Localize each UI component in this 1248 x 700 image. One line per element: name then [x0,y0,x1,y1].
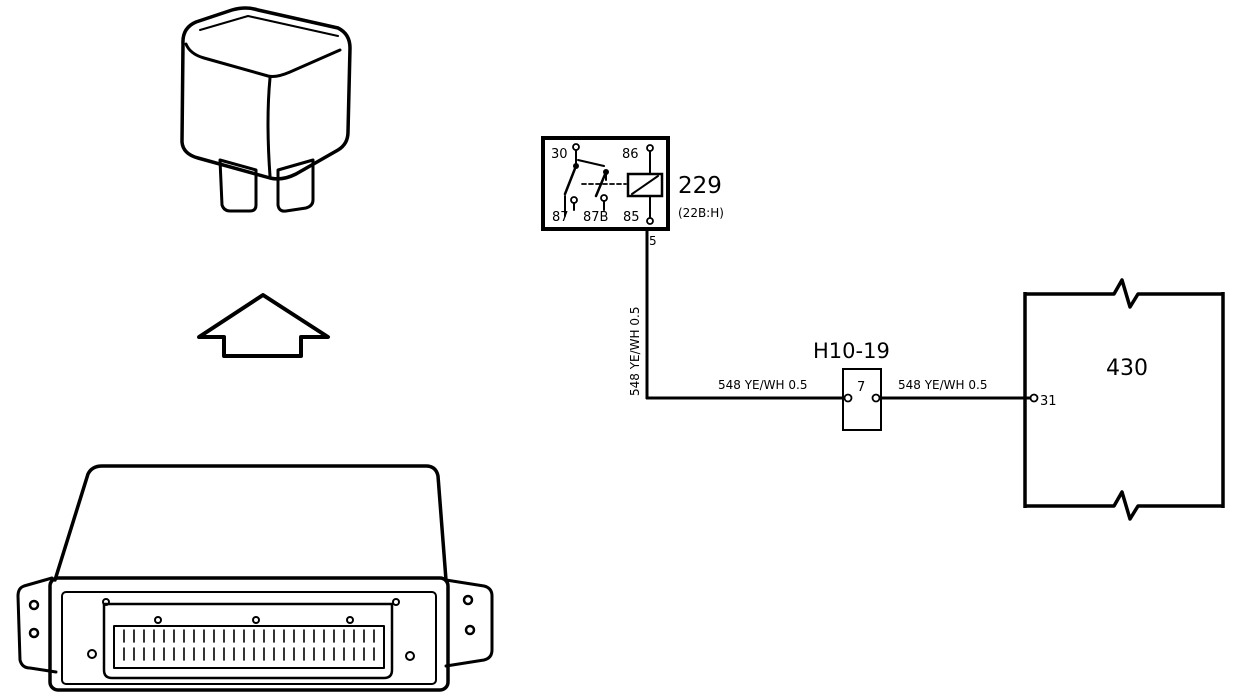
relay-illustration [180,6,352,213]
relay-pin-85: 85 [623,210,640,225]
wire-label-right: 548 YE/WH 0.5 [898,378,987,392]
connector-name: H10-19 [813,339,890,363]
connector-pins [123,629,375,661]
connector-pin: 7 [857,380,865,395]
connector-h10-19 [842,368,882,431]
relay-location: (22B:H) [678,206,724,220]
relay-symbol: 30 86 87 87B 85 [541,136,670,231]
relay-pin-86: 86 [622,147,639,162]
wire-548 [645,229,1030,400]
up-arrow-icon [197,293,330,358]
module-pin: 31 [1040,394,1057,409]
relay-pin-87b: 87B [583,210,608,225]
module-number: 430 [1106,356,1148,381]
relay-output-pin: 5 [649,234,657,248]
relay-pin-30: 30 [551,147,568,162]
relay-pin-87: 87 [552,210,569,225]
wire-label-vertical: 548 YE/WH 0.5 [628,307,642,396]
module-430 [1023,278,1225,521]
control-module-illustration [16,464,494,692]
relay-number: 229 [678,173,722,199]
wire-label-left: 548 YE/WH 0.5 [718,378,807,392]
